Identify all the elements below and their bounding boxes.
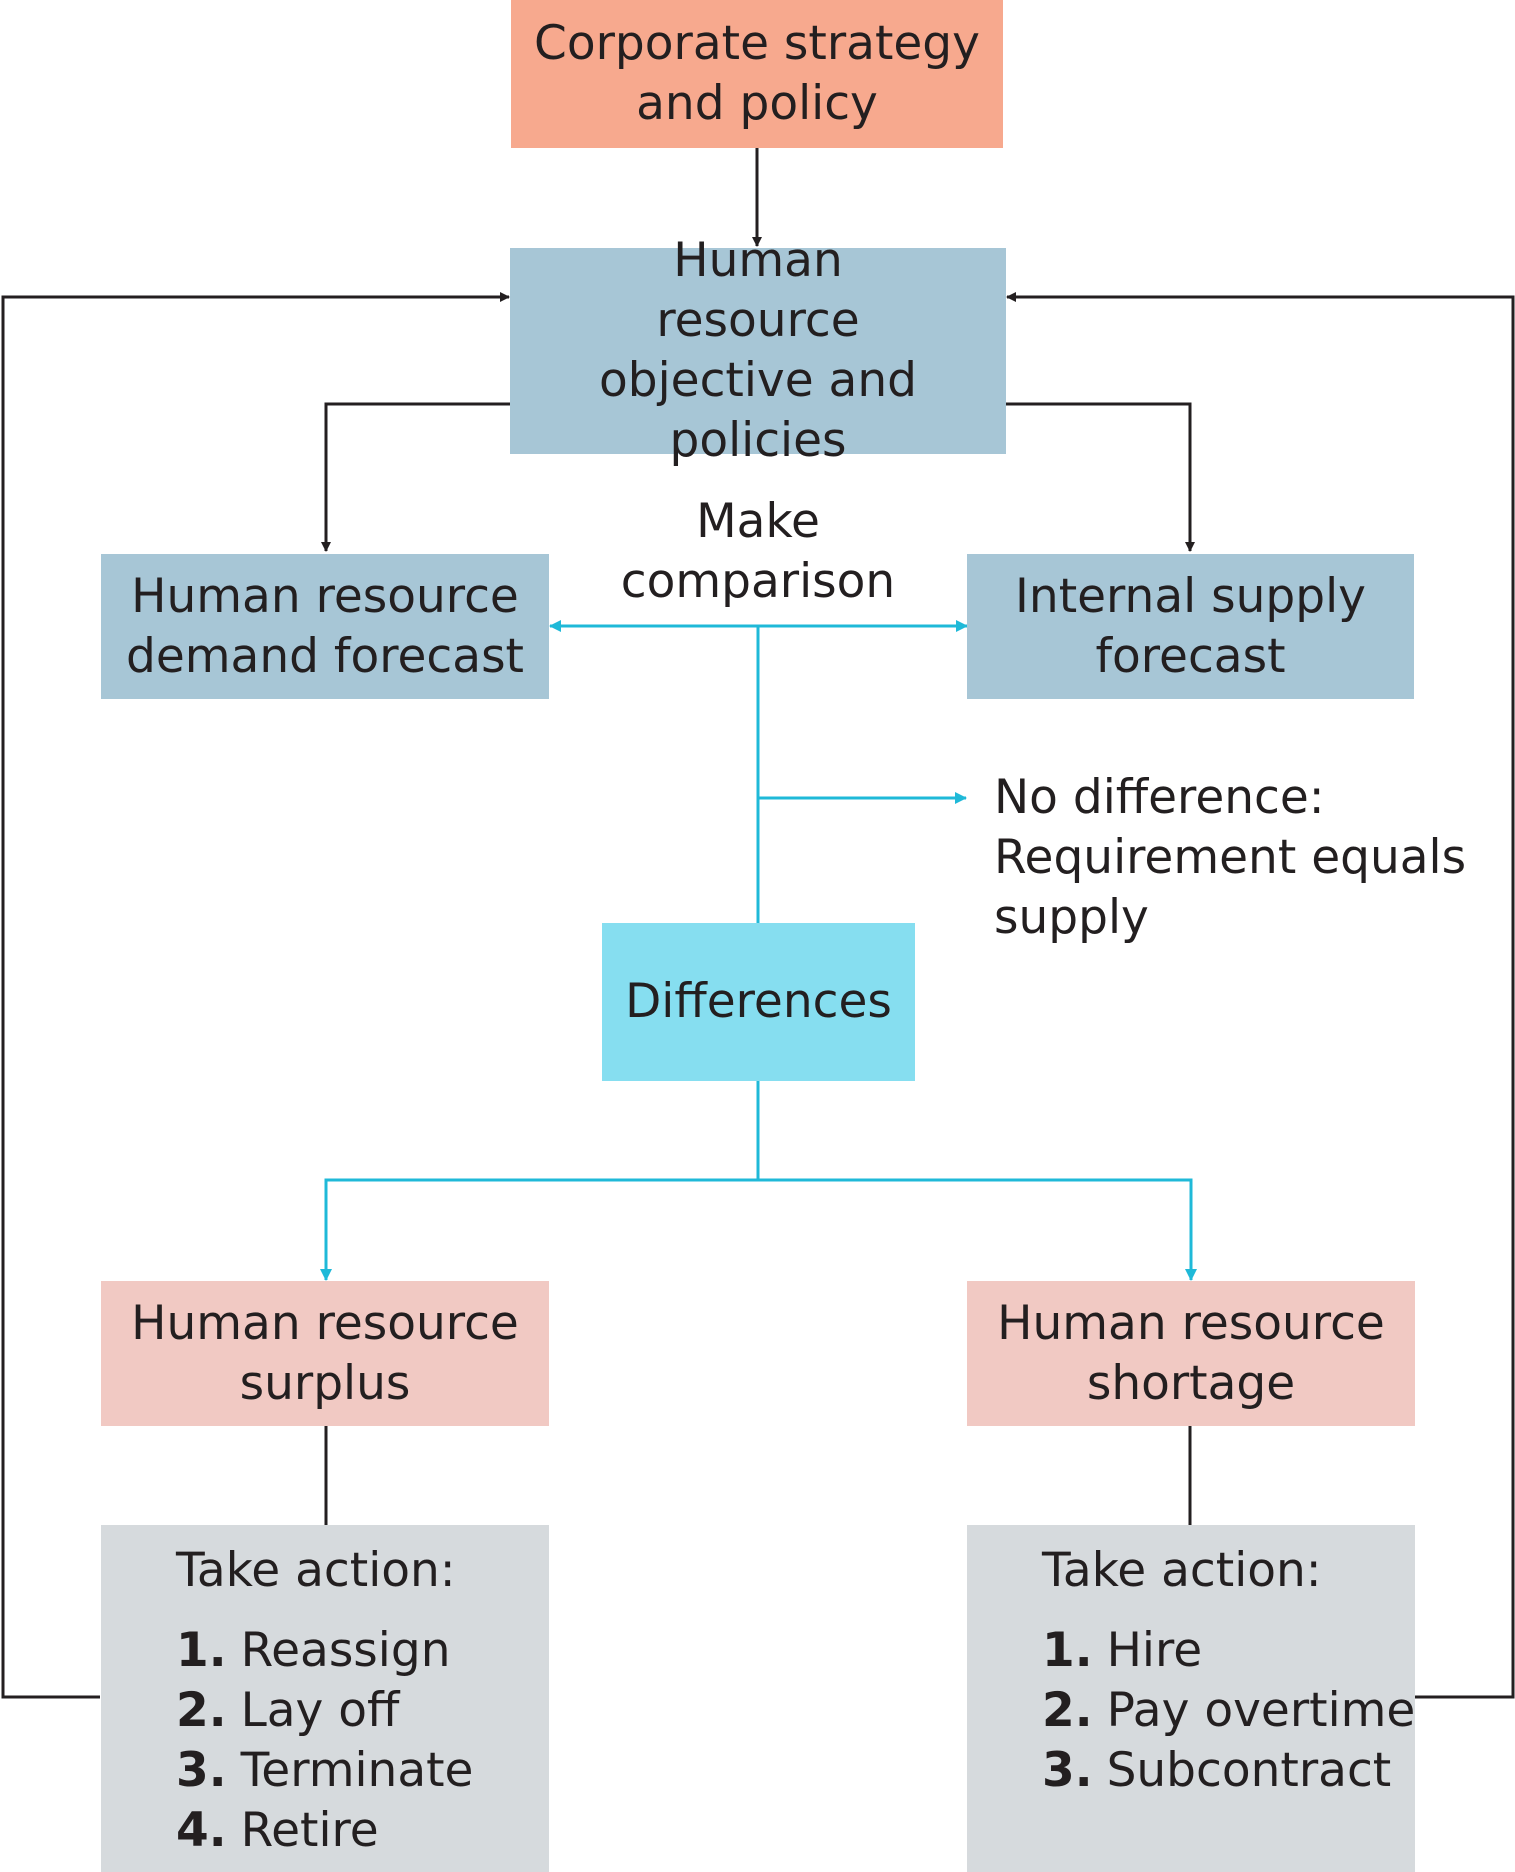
shortage-action-item: 2.Pay overtime [1042,1681,1415,1741]
surplus-action-item: 2.Lay off [176,1681,549,1741]
shortage-action-item-text: Subcontract [1106,1743,1392,1798]
shortage-action-item-number: 3. [1042,1743,1093,1798]
shortage-action-item: 3.Subcontract [1042,1741,1415,1801]
hr-objectives-text: Human resource objective and policies [599,233,917,468]
hr-surplus-text: Human resource surplus [131,1295,519,1411]
shortage-action-item-number: 1. [1042,1623,1093,1678]
surplus-action-item-number: 3. [176,1743,227,1798]
surplus-action-item-text: Retire [240,1803,379,1858]
shortage-action-item: 1.Hire [1042,1621,1415,1681]
surplus-action-item-text: Terminate [240,1743,474,1798]
surplus-action-item: 3.Terminate [176,1741,549,1801]
shortage-action-heading: Take action: [1042,1543,1322,1598]
surplus-action-item: 1.Reassign [176,1621,549,1681]
shortage-action-item-text: Hire [1106,1623,1203,1678]
surplus-action-item-text: Lay off [240,1683,400,1738]
corporate-strategy-text: Corporate strategy and policy [534,16,980,131]
internal-supply-forecast-text: Internal supply forecast [1015,568,1366,684]
feedback-loop-right [1006,292,1515,1699]
surplus-action-item-text: Reassign [240,1623,451,1678]
shortage-action-item-number: 2. [1042,1683,1093,1738]
hr-demand-forecast-box: Human resource demand forecast [101,554,549,699]
corporate-strategy-box: Corporate strategy and policy [511,0,1003,148]
hr-surplus-box: Human resource surplus [101,1281,549,1426]
shortage-action-item-text: Pay overtime [1106,1683,1416,1738]
feedback-loop-left [1,292,510,1699]
hr-objectives-box: Human resource objective and policies [510,233,1006,468]
hr-shortage-text: Human resource shortage [997,1295,1385,1411]
hr-demand-forecast-text: Human resource demand forecast [126,568,524,684]
hr-shortage-box: Human resource shortage [967,1281,1415,1426]
internal-supply-forecast-box: Internal supply forecast [967,554,1414,699]
arrow-objectives-to-supply [1005,402,1195,552]
surplus-action-item-number: 1. [176,1623,227,1678]
surplus-action-item-number: 2. [176,1683,227,1738]
differences-box: Differences [602,923,915,1081]
surplus-action-heading: Take action: [176,1543,456,1598]
arrow-differences-to-surplus [320,1178,758,1281]
surplus-action-item: 4.Retire [176,1801,549,1861]
arrow-differences-to-shortage [758,1178,1197,1281]
make-comparison-label: Make comparison [620,494,896,609]
no-difference-label: No difference: Requirement equals supply [994,770,1467,945]
arrow-objectives-to-demand [321,402,510,552]
surplus-action-item-number: 4. [176,1803,227,1858]
differences-text: Differences [625,974,892,1029]
